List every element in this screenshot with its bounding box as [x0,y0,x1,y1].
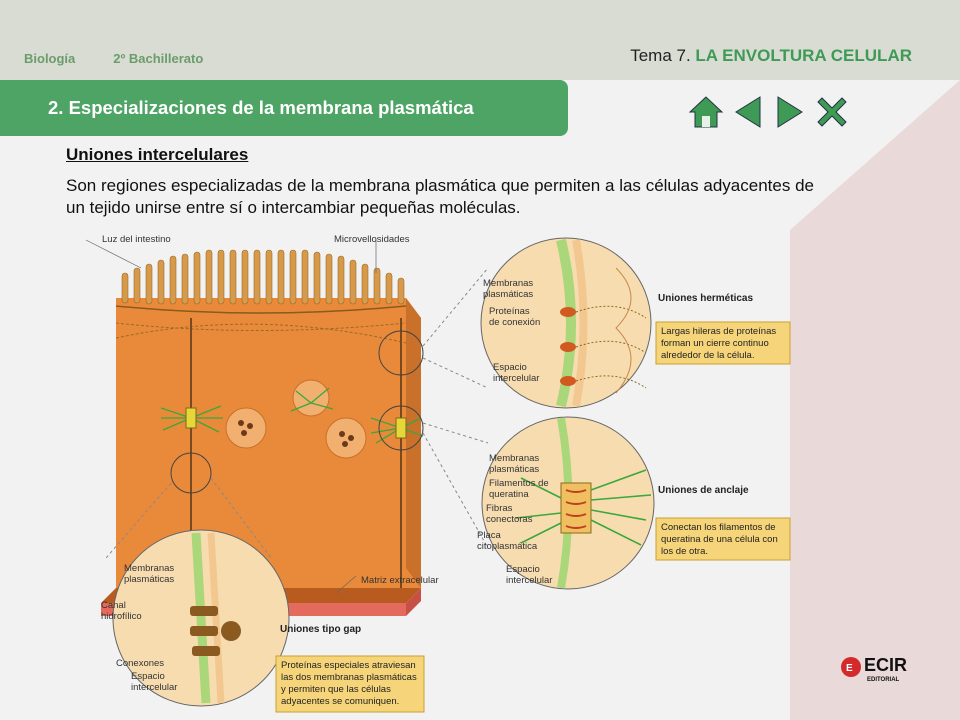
previous-icon[interactable] [730,94,766,130]
label-proteins-1: Proteínas [489,306,530,317]
description-paragraph: Son regiones especializadas de la membra… [66,176,814,217]
gap-text-1: Proteínas especiales atraviesan [281,660,416,671]
topic-name: LA ENVOLTURA CELULAR [695,46,912,65]
section-banner: 2. Especializaciones de la membrana plas… [0,80,568,136]
label-membranes-1b: plasmáticas [483,289,533,300]
next-icon[interactable] [772,94,808,130]
label-intestine-lumen: Luz del intestino [102,234,171,245]
label-connexons: Conexones [116,658,164,669]
tight-junction-title: Uniones herméticas [658,293,753,304]
label-membranes-2b: plasmáticas [489,464,539,475]
tight-junction-text-1: Largas hileras de proteínas [661,326,776,337]
topic-prefix: Tema 7. [630,46,691,65]
logo-subtext: EDITORIAL [867,677,900,683]
anchoring-text-2: queratina de una célula con [661,534,778,545]
label-extracellular-matrix: Matriz extracelular [361,575,439,586]
subject-label: Biología [24,51,76,66]
label-filaments: Filamentos de [489,478,549,489]
label-space-3: Espacio [131,671,165,682]
label-plate-b: citoplasmática [477,541,538,552]
anchoring-junction-title: Uniones de anclaje [658,485,749,496]
logo-text: ECIR [864,655,907,675]
label-space-3b: intercelular [131,682,177,693]
label-membranes-3: Membranas [124,563,174,574]
anchoring-text-3: los de otra. [661,546,708,557]
label-space-2b: intercelular [506,575,552,586]
anchoring-junction-detail [481,416,655,590]
svg-text:E: E [846,663,853,674]
topic-title: Tema 7. LA ENVOLTURA CELULAR [630,46,912,66]
label-proteins-1b: de conexión [489,317,540,328]
header-bar [0,0,960,80]
label-space-2: Espacio [506,564,540,575]
gap-junction-detail [112,529,290,707]
decorative-background [790,80,960,720]
label-space-1: Espacio [493,362,527,373]
publisher-logo: E ECIR EDITORIAL [841,655,907,683]
label-fibers: Fibras [486,503,513,514]
label-channel: Canal [101,600,126,611]
gap-text-4: adyacentes se comuniquen. [281,696,399,707]
label-plate: Placa [477,530,501,541]
label-membranes-3b: plasmáticas [124,574,174,585]
gap-junction-title: Uniones tipo gap [280,624,361,635]
anchoring-text-1: Conectan los filamentos de [661,522,776,533]
navigation-bar [688,94,850,130]
course-label: 2º Bachillerato [113,51,204,66]
label-space-1b: intercelular [493,373,539,384]
label-membranes-1: Membranas [483,278,533,289]
label-filaments-b: queratina [489,489,529,500]
subtitle: Uniones intercelulares [66,145,249,164]
home-icon[interactable] [688,94,724,130]
tissue-block [85,239,489,616]
label-microvilli: Microvellosidades [334,234,410,245]
label-membranes-2: Membranas [489,453,539,464]
label-fibers-b: conectoras [486,514,533,525]
label-channel-b: hidrofílico [101,611,142,622]
tight-junction-text-2: forman un cierre continuo [661,338,769,349]
gap-text-2: las dos membranas plasmáticas [281,672,417,683]
course-info: Biología 2º Bachillerato [24,51,241,66]
cell-junctions-diagram: Luz del intestino Microvellosidades Matr… [85,234,791,713]
gap-text-3: y permiten que las células [281,684,391,695]
tight-junction-text-3: alrededor de la célula. [661,350,754,361]
tight-junction-detail [480,237,652,409]
section-title: 2. Especializaciones de la membrana plas… [48,97,474,118]
close-icon[interactable] [814,94,850,130]
